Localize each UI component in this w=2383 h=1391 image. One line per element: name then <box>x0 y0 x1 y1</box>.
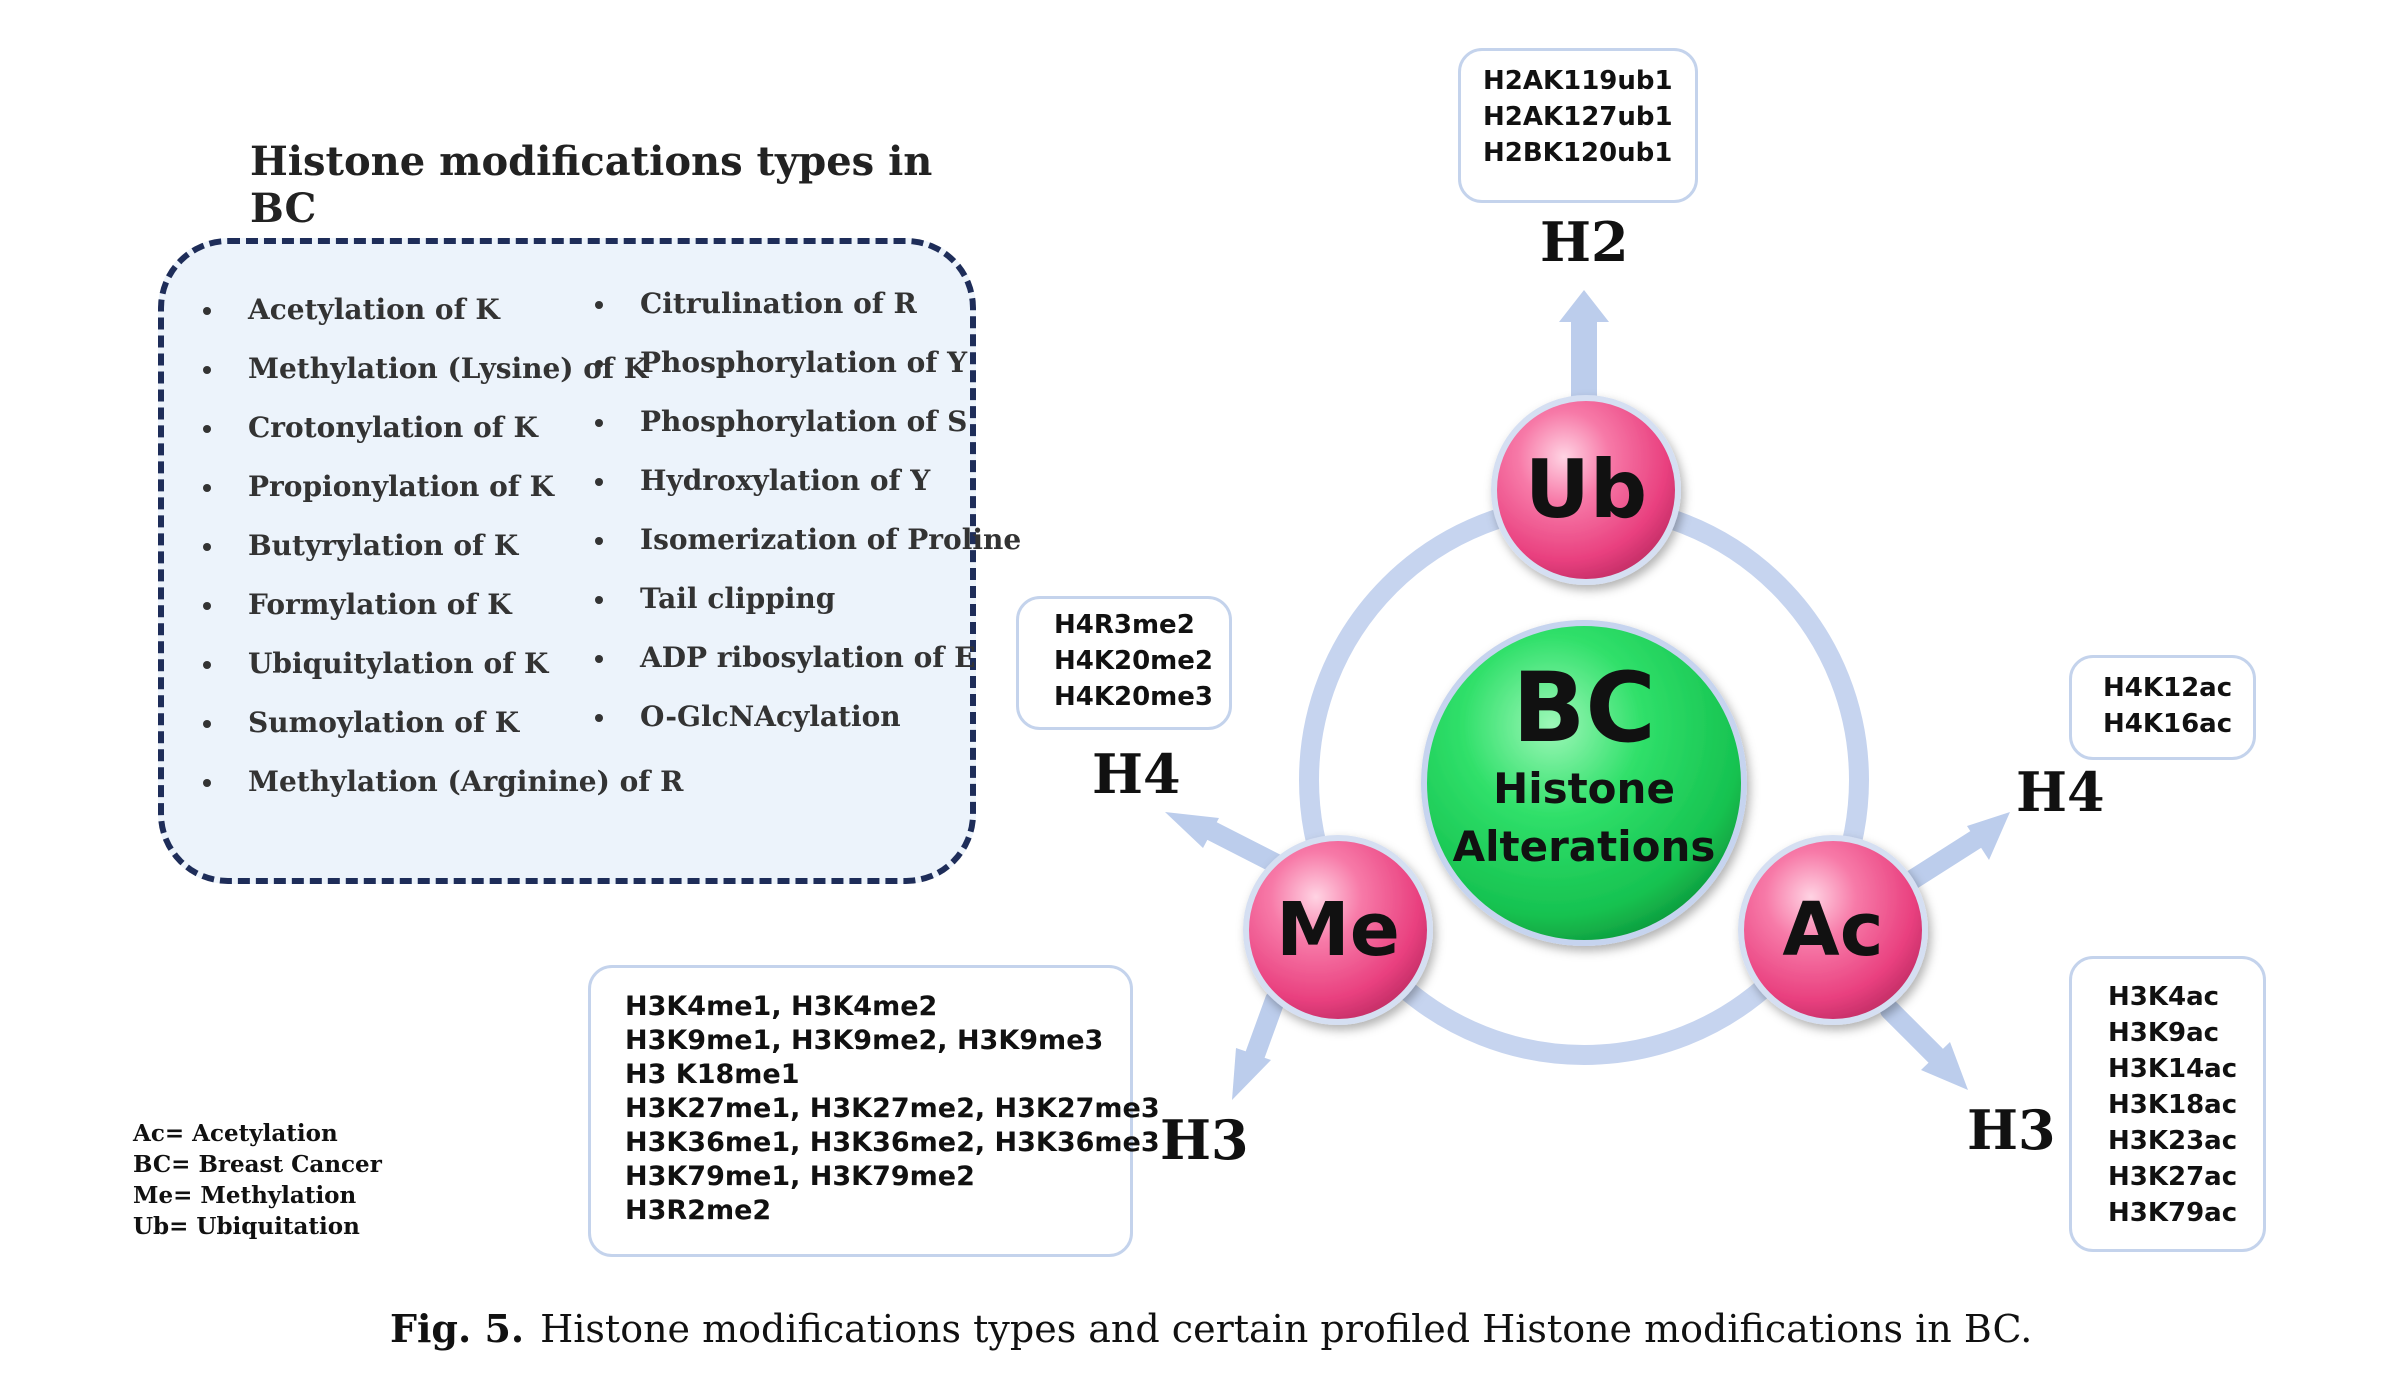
mark-label: H3K9me1, H3K9me2, H3K9me3 <box>625 1025 1104 1056</box>
mark-label: H2BK120ub1 <box>1483 138 1673 168</box>
mark-label: H3K14ac <box>2108 1054 2238 1084</box>
h3-methylation-marks-box: H3K4me1, H3K4me2 H3K9me1, H3K9me2, H3K9m… <box>588 965 1160 1257</box>
center-subtitle: Histone Alterations <box>1414 760 1754 876</box>
mark-label: H4K12ac <box>2103 673 2233 703</box>
list-item: Phosphorylation of S <box>594 404 1021 463</box>
mark-label: H3K18ac <box>2108 1090 2238 1120</box>
list-item: Phosphorylation of Y <box>594 345 1021 404</box>
list-item: Citrulination of R <box>594 286 1021 345</box>
node-ac-label: Ac <box>1782 887 1884 973</box>
list-item: Crotonylation of K <box>202 410 683 469</box>
center-subtitle-line: Alterations <box>1452 822 1716 871</box>
types-list-right: Citrulination of R Phosphorylation of Y … <box>594 286 1021 758</box>
node-me-label: Me <box>1276 887 1400 973</box>
list-item: Propionylation of K <box>202 469 683 528</box>
arrow-ac-to-h4 <box>1902 828 1988 890</box>
arrow-ac-to-h3-head <box>1921 1042 1968 1090</box>
h4-methylation-marks-box: H4R3me2 H4K20me2 H4K20me3 <box>1016 596 1232 730</box>
mark-label: H3R2me2 <box>625 1195 772 1226</box>
mark-label: H2AK127ub1 <box>1483 102 1673 132</box>
figure-caption: Fig. 5. Histone modifications types and c… <box>390 1306 2090 1351</box>
caption-text: Histone modifications types and certain … <box>540 1307 2033 1351</box>
list-item: Methylation (Lysine) of K <box>202 351 683 410</box>
legend-item: Ac= Acetylation <box>133 1120 338 1147</box>
arrow-me-to-h4-head <box>1165 812 1219 848</box>
list-item: Sumoylation of K <box>202 705 683 764</box>
list-item: Tail clipping <box>594 581 1021 640</box>
node-ac-circle <box>1738 835 1928 1025</box>
modification-types-box <box>158 238 976 884</box>
list-item: ADP ribosylation of E <box>594 640 1021 699</box>
list-item: Ubiquitylation of K <box>202 646 683 705</box>
mark-label: H4R3me2 <box>1054 610 1195 640</box>
mark-label: H3K23ac <box>2108 1126 2238 1156</box>
mark-label: H3K4me1, H3K4me2 <box>625 991 938 1022</box>
center-circle <box>1421 620 1747 946</box>
h4-acetylation-marks-box: H4K12ac H4K16ac <box>2069 655 2256 760</box>
node-ub-circle <box>1491 395 1681 585</box>
center-subtitle-line: Histone <box>1493 764 1675 813</box>
legend-item: Me= Methylation <box>133 1182 357 1209</box>
list-item: Isomerization of Proline <box>594 522 1021 581</box>
mark-label: H4K16ac <box>2103 709 2233 739</box>
histone-label-h3-ac: H3 <box>1967 1098 2056 1162</box>
panel-title: Histone modifications types in BC <box>250 138 933 232</box>
list-item: Acetylation of K <box>202 292 683 351</box>
histone-label-h3-me: H3 <box>1160 1108 1249 1172</box>
mark-label: H3 K18me1 <box>625 1059 800 1090</box>
legend-item: BC= Breast Cancer <box>133 1151 382 1178</box>
mark-label: H3K27me1, H3K27me2, H3K27me3 <box>625 1093 1160 1124</box>
mark-label: H3K79me1, H3K79me2 <box>625 1161 975 1192</box>
arrow-me-to-h3 <box>1245 990 1285 1065</box>
h3-acetylation-marks-box: H3K4ac H3K9ac H3K14ac H3K18ac H3K23ac H3… <box>2069 956 2266 1252</box>
list-item: Hydroxylation of Y <box>594 463 1021 522</box>
node-me-circle <box>1243 835 1433 1025</box>
center-title: BC <box>1512 652 1656 764</box>
node-ub-label: Ub <box>1524 443 1648 536</box>
arrow-ac-to-h3 <box>1880 1000 1945 1065</box>
histone-label-h2: H2 <box>1540 210 1629 274</box>
arrow-me-to-h3-head <box>1232 1048 1271 1100</box>
mark-label: H3K4ac <box>2108 982 2220 1012</box>
caption-label: Fig. 5. <box>390 1306 525 1351</box>
mark-label: H2AK119ub1 <box>1483 66 1673 96</box>
arrow-ub-to-h2 <box>1559 290 1609 400</box>
mark-label: H3K27ac <box>2108 1162 2238 1192</box>
mark-label: H3K79ac <box>2108 1198 2238 1228</box>
list-item: Formylation of K <box>202 587 683 646</box>
legend-item: Ub= Ubiquitation <box>133 1213 360 1240</box>
mark-label: H4K20me3 <box>1054 682 1213 712</box>
types-list-left: Acetylation of K Methylation (Lysine) of… <box>202 292 683 823</box>
list-item: Butyrylation of K <box>202 528 683 587</box>
histone-label-h4-me: H4 <box>1092 742 1181 806</box>
mark-label: H3K9ac <box>2108 1018 2220 1048</box>
h2-ubiquitination-marks-box: H2AK119ub1 H2AK127ub1 H2BK120ub1 <box>1458 48 1698 203</box>
mark-label: H3K36me1, H3K36me2, H3K36me3 <box>625 1127 1160 1158</box>
arrow-ac-to-h4-head <box>1967 812 2010 860</box>
list-item: O-GlcNAcylation <box>594 699 1021 758</box>
histone-label-h4-ac: H4 <box>2016 760 2105 824</box>
abbreviation-legend: Ac= Acetylation BC= Breast Cancer Me= Me… <box>133 1118 382 1242</box>
list-item: Methylation (Arginine) of R <box>202 764 683 823</box>
mark-label: H4K20me2 <box>1054 646 1213 676</box>
